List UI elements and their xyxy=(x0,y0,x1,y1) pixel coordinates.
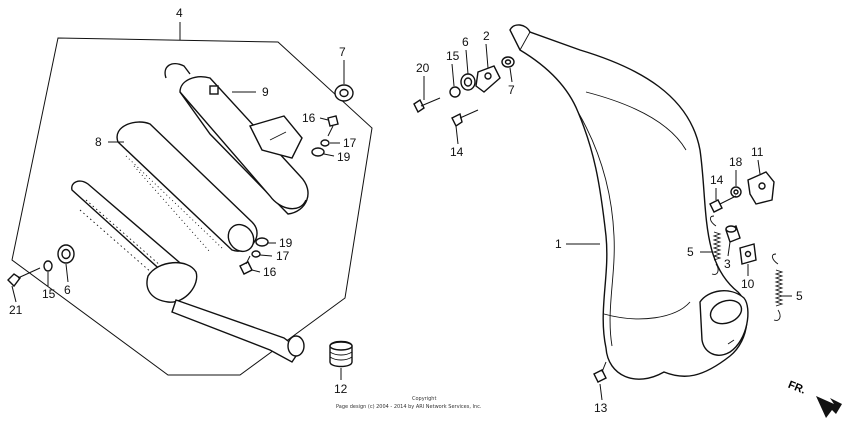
collar-part-6-top[interactable] xyxy=(460,73,476,91)
callout-5-left[interactable]: 5 xyxy=(687,245,694,259)
grommet-part-12[interactable] xyxy=(329,340,353,368)
bolt-part-16-upper[interactable] xyxy=(327,115,339,137)
leader-lines xyxy=(11,43,792,401)
bracket-part-2[interactable] xyxy=(475,65,501,93)
spring-part-5-left[interactable] xyxy=(709,215,722,275)
spring-part-5-right[interactable] xyxy=(771,253,784,321)
front-direction-label: FR. xyxy=(786,379,807,397)
washer-part-17-upper[interactable] xyxy=(320,139,330,147)
callout-2[interactable]: 2 xyxy=(483,29,490,43)
copyright-line-2: Page design (c) 2004 - 2014 by ARI Netwo… xyxy=(336,404,482,410)
inner-tube-tailpipe-part[interactable] xyxy=(71,180,305,363)
callout-21[interactable]: 21 xyxy=(9,303,23,317)
washer-part-17-lower[interactable] xyxy=(251,250,261,258)
callout-4[interactable]: 4 xyxy=(176,6,183,20)
callout-18[interactable]: 18 xyxy=(729,155,743,169)
washer-part-19-upper[interactable] xyxy=(311,147,325,157)
callout-15-top[interactable]: 15 xyxy=(446,49,460,63)
callout-19-lower[interactable]: 19 xyxy=(279,236,293,250)
washer-part-18[interactable] xyxy=(730,186,742,198)
callout-8[interactable]: 8 xyxy=(95,135,102,149)
callout-16-upper[interactable]: 16 xyxy=(302,111,316,125)
callout-7-right[interactable]: 7 xyxy=(508,83,515,97)
bracket-part-11[interactable] xyxy=(747,171,775,205)
callout-15-left[interactable]: 15 xyxy=(42,287,56,301)
bolt-part-20[interactable] xyxy=(413,97,441,114)
collar-part-3[interactable] xyxy=(725,225,741,243)
muffler-body-part[interactable] xyxy=(164,62,309,215)
grommet-part-7-right[interactable] xyxy=(501,56,515,68)
front-direction-arrow-icon xyxy=(816,396,842,418)
callout-19-upper[interactable]: 19 xyxy=(337,150,351,164)
callout-12[interactable]: 12 xyxy=(334,382,348,396)
copyright-line-1: Copyright xyxy=(412,396,436,402)
callout-14-top[interactable]: 14 xyxy=(450,145,464,159)
bolt-part-14-top[interactable] xyxy=(451,109,479,128)
callout-9[interactable]: 9 xyxy=(262,85,269,99)
callout-3[interactable]: 3 xyxy=(724,257,731,271)
callout-labels: 4 9 8 7 16 17 19 19 17 16 21 15 6 12 20 … xyxy=(9,6,803,415)
washer-part-19-lower[interactable] xyxy=(255,237,269,247)
bolt-part-13[interactable] xyxy=(593,361,607,383)
grommet-part-7-top[interactable] xyxy=(334,84,354,102)
callout-5-right[interactable]: 5 xyxy=(796,289,803,303)
muffler-packing-part[interactable] xyxy=(116,121,259,256)
callout-17-upper[interactable]: 17 xyxy=(343,136,357,150)
washer-part-15-top[interactable] xyxy=(449,86,461,98)
callout-10[interactable]: 10 xyxy=(741,277,755,291)
callout-14-right[interactable]: 14 xyxy=(710,173,724,187)
callout-7-top[interactable]: 7 xyxy=(339,45,346,59)
collar-part-6-left[interactable] xyxy=(57,244,75,264)
callout-20[interactable]: 20 xyxy=(416,61,430,75)
bracket-part-10[interactable] xyxy=(739,243,757,265)
bolt-part-16-lower[interactable] xyxy=(239,255,253,275)
expansion-chamber-part-1[interactable] xyxy=(509,24,749,380)
callout-16-lower[interactable]: 16 xyxy=(263,265,277,279)
callout-17-lower[interactable]: 17 xyxy=(276,249,290,263)
callout-1[interactable]: 1 xyxy=(555,237,562,251)
callout-6-left[interactable]: 6 xyxy=(64,283,71,297)
callout-6-top[interactable]: 6 xyxy=(462,35,469,49)
bolt-part-14-right[interactable] xyxy=(709,195,737,213)
bolt-part-21[interactable] xyxy=(7,267,41,288)
callout-13[interactable]: 13 xyxy=(594,401,608,415)
washer-part-15-left[interactable] xyxy=(43,260,53,272)
callout-11[interactable]: 11 xyxy=(751,145,764,159)
